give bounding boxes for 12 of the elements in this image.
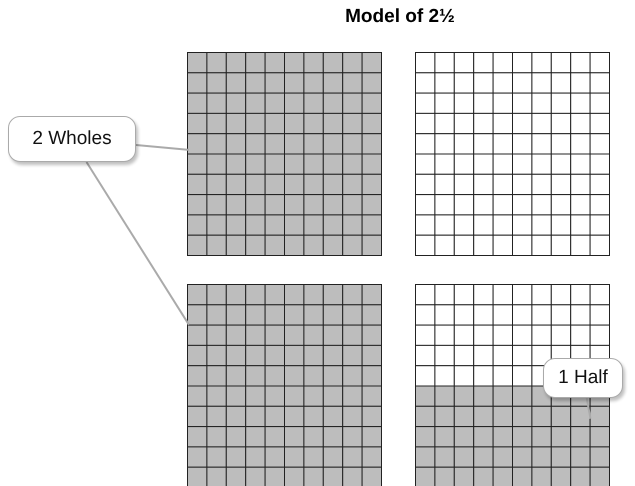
title: Model of 2½ xyxy=(344,6,456,28)
leader-line xyxy=(136,144,190,151)
grid-shaded-drawing xyxy=(187,284,382,486)
grid-shaded-drawing xyxy=(187,52,382,256)
callout-label: 1 Half xyxy=(558,367,608,389)
callout-label: 2 Wholes xyxy=(32,128,112,150)
grid-half-shaded-drawing xyxy=(415,284,610,486)
callout-bubble xyxy=(8,116,136,162)
callout-bubble xyxy=(543,358,623,398)
leader-line xyxy=(586,398,592,419)
grid-drawing xyxy=(415,52,610,256)
leader-line xyxy=(86,161,190,326)
